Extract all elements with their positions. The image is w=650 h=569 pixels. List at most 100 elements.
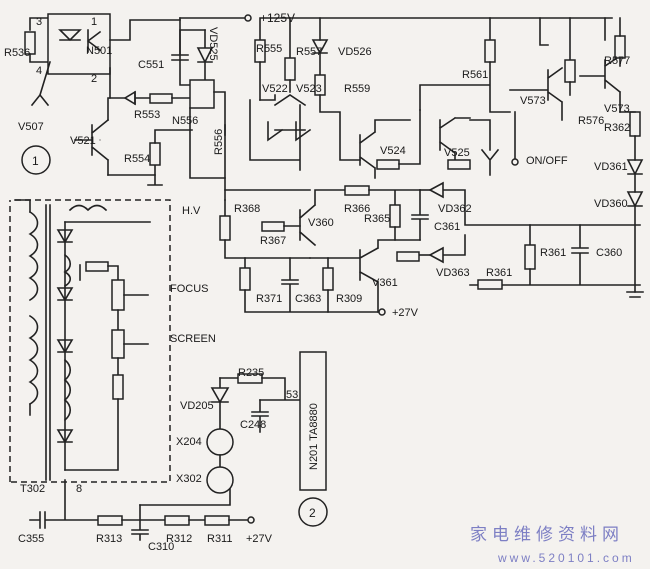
- resistor-r313: [97, 515, 123, 526]
- label-n501: N501: [86, 45, 112, 57]
- section-2-circuit: [9, 199, 327, 541]
- label-pin3: 3: [36, 16, 42, 28]
- resistor-r368: [219, 215, 231, 241]
- label-pin8: 8: [76, 483, 82, 495]
- label-c551: C551: [138, 59, 164, 71]
- resistor-r576: [564, 59, 576, 83]
- label-t302: T302: [20, 483, 45, 495]
- label-v524: V524: [380, 145, 406, 157]
- terminal-27v-top: [378, 308, 386, 316]
- potentiometer-screen: [111, 329, 125, 359]
- label-c355: C355: [18, 533, 44, 545]
- label-vd361: VD361: [594, 161, 628, 173]
- label-r536: R536: [4, 47, 30, 59]
- label-section-1: 1: [32, 154, 39, 168]
- label-r366: R366: [344, 203, 370, 215]
- label-c310: C310: [148, 541, 174, 553]
- label-r557: R557: [296, 46, 322, 58]
- label-section-2: 2: [309, 506, 316, 520]
- label-vd363: VD363: [436, 267, 470, 279]
- label-vd525: VD525: [207, 27, 219, 61]
- lamp-x302: [206, 466, 234, 494]
- label-r311: R311: [207, 533, 232, 545]
- label-x204: X204: [176, 436, 202, 448]
- label-r554: R554: [124, 153, 150, 165]
- component-labels: +125V R536 N501 3 1 4 2 V507 V521 R553 R…: [4, 11, 630, 553]
- label-c363: C363: [295, 293, 321, 305]
- resistor-r371: [239, 267, 251, 291]
- optocoupler-n501: [47, 13, 111, 75]
- resistor-r366: [344, 185, 370, 196]
- resistor-r557: [284, 57, 296, 81]
- label-screen: SCREEN: [170, 333, 216, 345]
- label-r361-vertical: R361: [540, 247, 566, 259]
- label-v521: V521: [70, 135, 96, 147]
- label-c361: C361: [434, 221, 460, 233]
- label-pin4: 4: [36, 65, 42, 77]
- label-pin1: 1: [91, 16, 97, 28]
- terminal-on-off: [511, 158, 519, 166]
- resistor-r311: [204, 515, 230, 526]
- resistor-r561: [484, 39, 496, 63]
- label-v522: V522: [262, 83, 288, 95]
- terminal-125v: [244, 14, 252, 22]
- lamp-x204: [206, 428, 234, 456]
- label-r367: R367: [260, 235, 286, 247]
- label-vd362: VD362: [438, 203, 472, 215]
- label-r559: R559: [344, 83, 370, 95]
- resistor-r361-vertical: [524, 244, 536, 270]
- resistor-hv-divider: [85, 261, 109, 272]
- label-v523: V523: [296, 83, 322, 95]
- label-r556: R556: [213, 129, 225, 155]
- label-27v-top: +27V: [392, 307, 419, 319]
- label-on-off: ON/OFF: [526, 155, 568, 167]
- watermark-url: www.520101.com: [497, 551, 635, 565]
- label-v507: V507: [18, 121, 44, 133]
- label-vd360: VD360: [594, 198, 628, 210]
- label-vd205: VD205: [180, 400, 214, 412]
- section-1-marker: [21, 145, 51, 175]
- label-r576: R576: [578, 115, 604, 127]
- label-hv: H.V: [182, 205, 201, 217]
- label-r577: R577: [604, 55, 630, 67]
- resistor-v361-coll: [396, 251, 420, 262]
- terminal-27v-bottom: [247, 516, 255, 524]
- label-n556: N556: [172, 115, 198, 127]
- label-v573-left: V573: [520, 95, 546, 107]
- label-r309: R309: [336, 293, 362, 305]
- label-x302: X302: [176, 473, 202, 485]
- label-27v-bottom: +27V: [246, 533, 273, 545]
- label-c248: C248: [240, 419, 266, 431]
- resistor-r309: [322, 267, 334, 291]
- label-pin53: 53: [286, 389, 298, 401]
- label-vd526: VD526: [338, 46, 372, 58]
- resistor-r554: [149, 142, 161, 166]
- label-r365: R365: [364, 213, 390, 225]
- label-v573-right: V573: [604, 103, 630, 115]
- label-125v: +125V: [260, 11, 295, 25]
- resistor-r367: [261, 221, 285, 232]
- resistor-r312: [164, 515, 190, 526]
- resistor-r365: [389, 204, 401, 228]
- label-pin2: 2: [91, 73, 97, 85]
- resistor-r553: [149, 93, 173, 104]
- ic-n201-ta8880: [299, 351, 327, 491]
- resistor-v524-load: [376, 159, 400, 170]
- label-r561: R561: [462, 69, 488, 81]
- ic-n556: [189, 79, 215, 109]
- potentiometer-focus: [111, 279, 125, 311]
- label-r313: R313: [96, 533, 122, 545]
- label-r368: R368: [234, 203, 260, 215]
- label-r362: R362: [604, 122, 630, 134]
- section-2-marker: [298, 497, 328, 527]
- watermark-title: 家电维修资料网: [470, 525, 624, 545]
- label-r312: R312: [166, 533, 192, 545]
- section-1-circuit: [24, 13, 644, 316]
- resistor-v525-load: [447, 159, 471, 170]
- label-v361: V361: [372, 277, 398, 289]
- label-v360: V360: [308, 217, 334, 229]
- label-v525: V525: [444, 147, 470, 159]
- label-r235: R235: [238, 367, 264, 379]
